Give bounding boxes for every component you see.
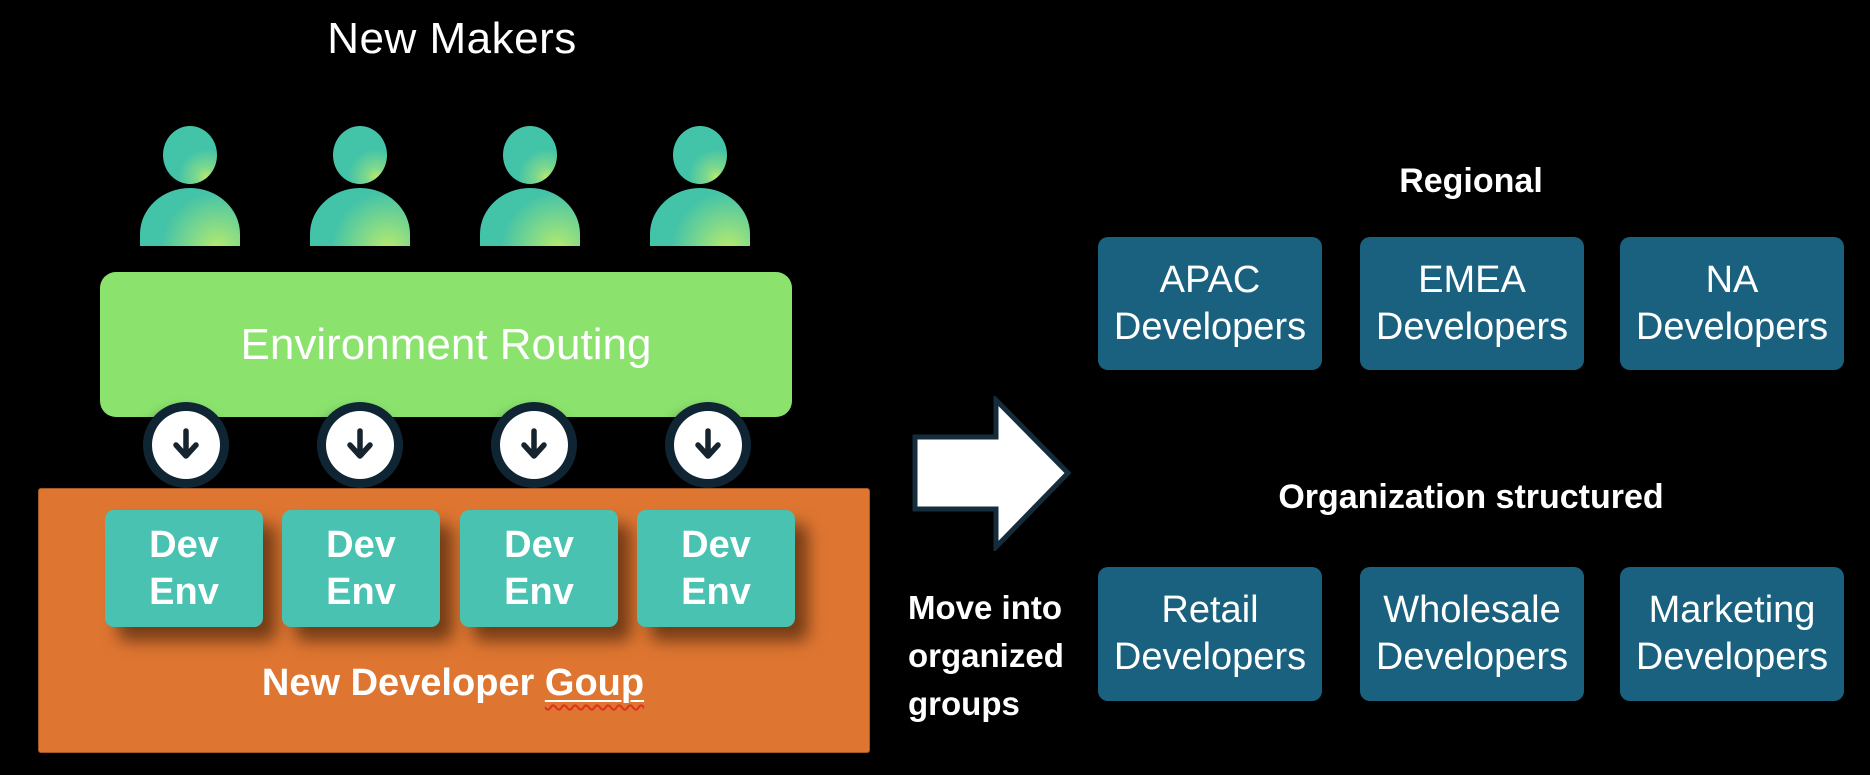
down-arrow-icon bbox=[665, 402, 751, 488]
down-arrow-glyph bbox=[695, 428, 721, 459]
down-arrow-circle bbox=[500, 411, 568, 479]
emea-developers-box: EMEA Developers bbox=[1360, 237, 1584, 370]
person-body-icon bbox=[310, 188, 410, 246]
person-head-icon bbox=[673, 126, 727, 184]
retail-developers-box: Retail Developers bbox=[1098, 567, 1322, 701]
environment-routing-box: Environment Routing bbox=[100, 272, 792, 417]
person-icon bbox=[480, 126, 580, 246]
new-makers-title: New Makers bbox=[327, 14, 577, 63]
person-head-icon bbox=[333, 126, 387, 184]
spellcheck-squiggle: Goup bbox=[544, 662, 645, 704]
dev-env-box: Dev Env bbox=[105, 510, 263, 627]
down-arrow-glyph bbox=[173, 428, 199, 459]
dev-env-box: Dev Env bbox=[282, 510, 440, 627]
organization-structured-heading: Organization structured bbox=[1278, 478, 1664, 516]
down-arrow-icon bbox=[143, 402, 229, 488]
environment-routing-label: Environment Routing bbox=[240, 319, 652, 369]
move-into-caption: Move into organized groups bbox=[908, 589, 1064, 722]
regional-heading: Regional bbox=[1399, 162, 1543, 200]
person-head-icon bbox=[163, 126, 217, 184]
apac-developers-box: APAC Developers bbox=[1098, 237, 1322, 370]
person-icon bbox=[140, 126, 240, 246]
down-arrow-circle bbox=[674, 411, 742, 479]
person-icon bbox=[310, 126, 410, 246]
dev-env-box: Dev Env bbox=[637, 510, 795, 627]
person-body-icon bbox=[140, 188, 240, 246]
down-arrow-circle bbox=[152, 411, 220, 479]
group-label-prefix: New Developer bbox=[261, 662, 545, 704]
person-icon bbox=[650, 126, 750, 246]
down-arrow-circle bbox=[326, 411, 394, 479]
down-arrow-icon bbox=[317, 402, 403, 488]
wholesale-developers-box: Wholesale Developers bbox=[1360, 567, 1584, 701]
down-arrow-glyph bbox=[347, 428, 373, 459]
person-head-icon bbox=[503, 126, 557, 184]
marketing-developers-box: Marketing Developers bbox=[1620, 567, 1844, 701]
na-developers-box: NA Developers bbox=[1620, 237, 1844, 370]
person-body-icon bbox=[480, 188, 580, 246]
new-developer-group-label: New Developer Goup bbox=[38, 662, 868, 705]
person-body-icon bbox=[650, 188, 750, 246]
misspelled-word: Goup bbox=[545, 662, 644, 704]
dev-env-box: Dev Env bbox=[460, 510, 618, 627]
down-arrow-glyph bbox=[521, 428, 547, 459]
right-block-arrow-icon bbox=[912, 396, 1072, 551]
down-arrow-icon bbox=[491, 402, 577, 488]
